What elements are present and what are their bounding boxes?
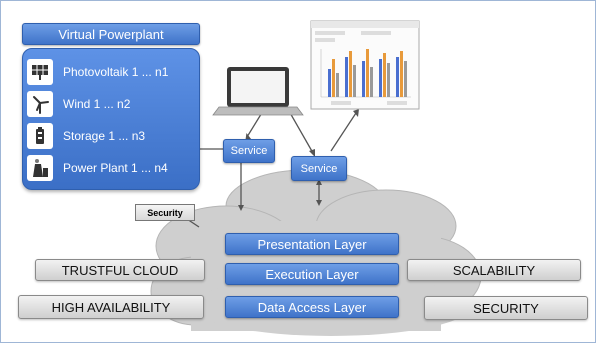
high-availability-tag: HIGH AVAILABILITY [18,295,204,319]
source-label: Power Plant 1 ... n4 [63,161,168,175]
solar-panel-icon [27,59,53,85]
battery-icon [27,123,53,149]
dashboard-bars [328,49,407,97]
source-row-storage: Storage 1 ... n3 [27,123,145,149]
dashboard-thumbnail [310,20,420,110]
scalability-tag: SCALABILITY [407,259,581,281]
execution-layer: Execution Layer [225,263,399,285]
laptop-icon [212,67,304,116]
virtual-powerplant-panel: Photovoltaik 1 ... n1 Wind 1 ... n2 Stor… [22,48,200,190]
source-row-photovoltaik: Photovoltaik 1 ... n1 [27,59,168,85]
source-row-power-plant: Power Plant 1 ... n4 [27,155,168,181]
service-box-right: Service [291,156,347,181]
security-tag: SECURITY [424,296,588,320]
service-box-left: Service [223,139,275,163]
source-label: Storage 1 ... n3 [63,129,146,143]
trustful-cloud-tag: TRUSTFUL CLOUD [35,259,205,281]
source-row-wind: Wind 1 ... n2 [27,91,130,117]
wind-turbine-icon [27,91,53,117]
virtual-powerplant-title: Virtual Powerplant [22,23,200,45]
source-label: Photovoltaik 1 ... n1 [63,65,169,79]
presentation-layer: Presentation Layer [225,233,399,255]
security-label-small: Security [135,204,195,221]
source-label: Wind 1 ... n2 [63,97,131,111]
connector-lines [186,110,357,228]
power-plant-icon [27,155,53,181]
data-access-layer: Data Access Layer [225,296,399,318]
